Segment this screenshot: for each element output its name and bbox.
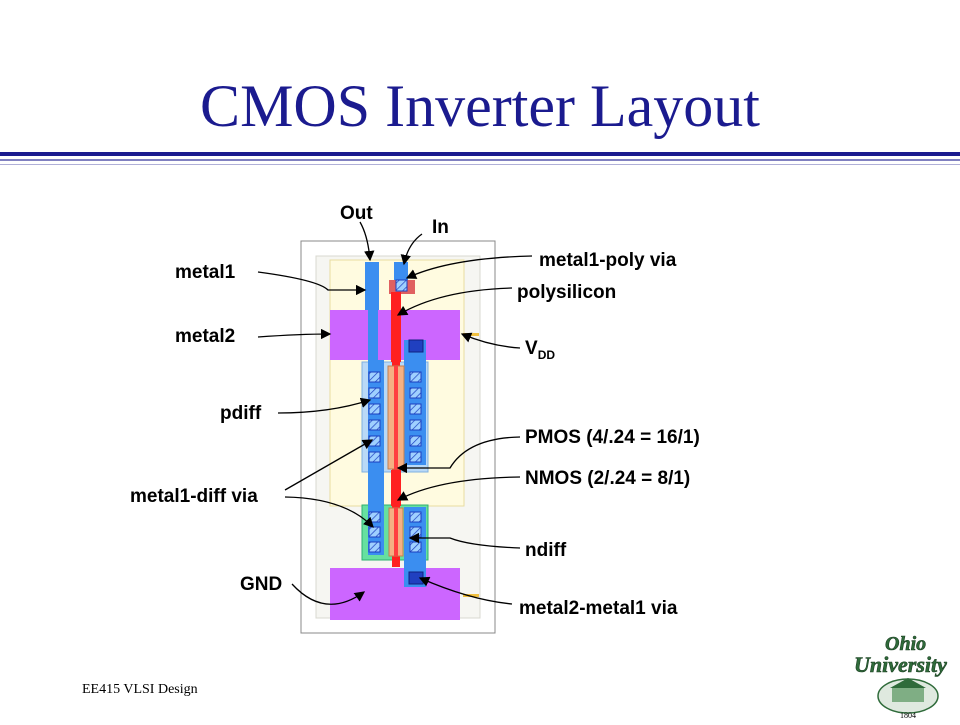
arrow-nmos xyxy=(396,476,521,501)
arrow-metal1-diff-via-2 xyxy=(284,496,374,528)
poly-gate-line-nmos xyxy=(394,508,398,556)
label-polysilicon: polysilicon xyxy=(517,282,617,303)
metal2-gnd-pin xyxy=(463,594,479,597)
ohio-university-logo: Ohio University 1804 xyxy=(850,630,960,720)
label-vdd-sub: DD xyxy=(537,347,556,362)
label-out: Out xyxy=(340,203,373,224)
nmos-source-drain-vias-left xyxy=(368,511,381,553)
label-nmos: NMOS (2/.24 = 8/1) xyxy=(525,468,691,489)
pmos-source-drain-vias-left xyxy=(368,371,381,463)
title-rule-thin-2 xyxy=(0,164,960,165)
logo-year: 1804 xyxy=(900,711,916,720)
poly-gate-line-pmos xyxy=(394,366,398,469)
label-in: In xyxy=(432,217,449,238)
label-metal2-metal1-via: metal2-metal1 via xyxy=(519,598,678,619)
arrow-out xyxy=(359,221,375,262)
pmos-source-drain-vias-right xyxy=(409,371,422,463)
slide-title: CMOS Inverter Layout xyxy=(200,73,760,139)
arrow-ndiff xyxy=(408,532,521,549)
title-rule-thin-1 xyxy=(0,159,960,161)
arrow-polysilicon xyxy=(396,287,513,316)
logo-graphic: Ohio University 1804 xyxy=(854,633,948,720)
arrow-pmos xyxy=(396,436,521,474)
arrow-metal1 xyxy=(257,271,367,296)
arrow-vdd xyxy=(460,332,521,349)
label-vdd-main: V xyxy=(525,338,538,359)
label-metal1: metal1 xyxy=(175,262,236,283)
slide-footer: EE415 VLSI Design xyxy=(82,682,198,697)
arrow-metal1-diff-via-1 xyxy=(284,439,374,491)
label-metal1-poly-via: metal1-poly via xyxy=(539,250,677,271)
polysilicon-gate-mid xyxy=(391,470,401,506)
label-gnd: GND xyxy=(240,574,283,595)
label-pdiff: pdiff xyxy=(220,403,262,424)
nmos-source-drain-vias-right xyxy=(409,511,422,553)
label-metal1-diff-via: metal1-diff via xyxy=(130,486,258,507)
logo-building xyxy=(892,688,924,702)
metal2-metal1-via-vdd xyxy=(408,339,424,353)
metal1-out-strip-top xyxy=(365,262,379,310)
arrow-in xyxy=(400,233,423,266)
arrow-metal1-poly-via xyxy=(405,255,533,279)
logo-line1: Ohio xyxy=(885,633,926,655)
title-rule-thick xyxy=(0,152,960,156)
label-pmos: PMOS (4/.24 = 16/1) xyxy=(525,427,700,448)
polysilicon-gate-top xyxy=(391,292,401,362)
logo-line2: University xyxy=(854,652,947,677)
metal1-vdd-strip xyxy=(404,340,426,465)
metal1-out-strip-mid xyxy=(368,310,378,362)
arrow-metal2-metal1-via xyxy=(418,576,513,605)
metal2-gnd-rail xyxy=(330,568,460,620)
label-metal2: metal2 xyxy=(175,326,236,347)
metal1-poly-via xyxy=(395,279,408,292)
logo-roof xyxy=(890,678,926,688)
arrow-gnd xyxy=(291,583,366,605)
label-ndiff: ndiff xyxy=(525,540,567,561)
label-vdd: VDD xyxy=(525,338,555,362)
arrow-metal2 xyxy=(257,328,332,340)
callout-arrows xyxy=(257,221,533,605)
arrow-pdiff xyxy=(277,397,372,414)
